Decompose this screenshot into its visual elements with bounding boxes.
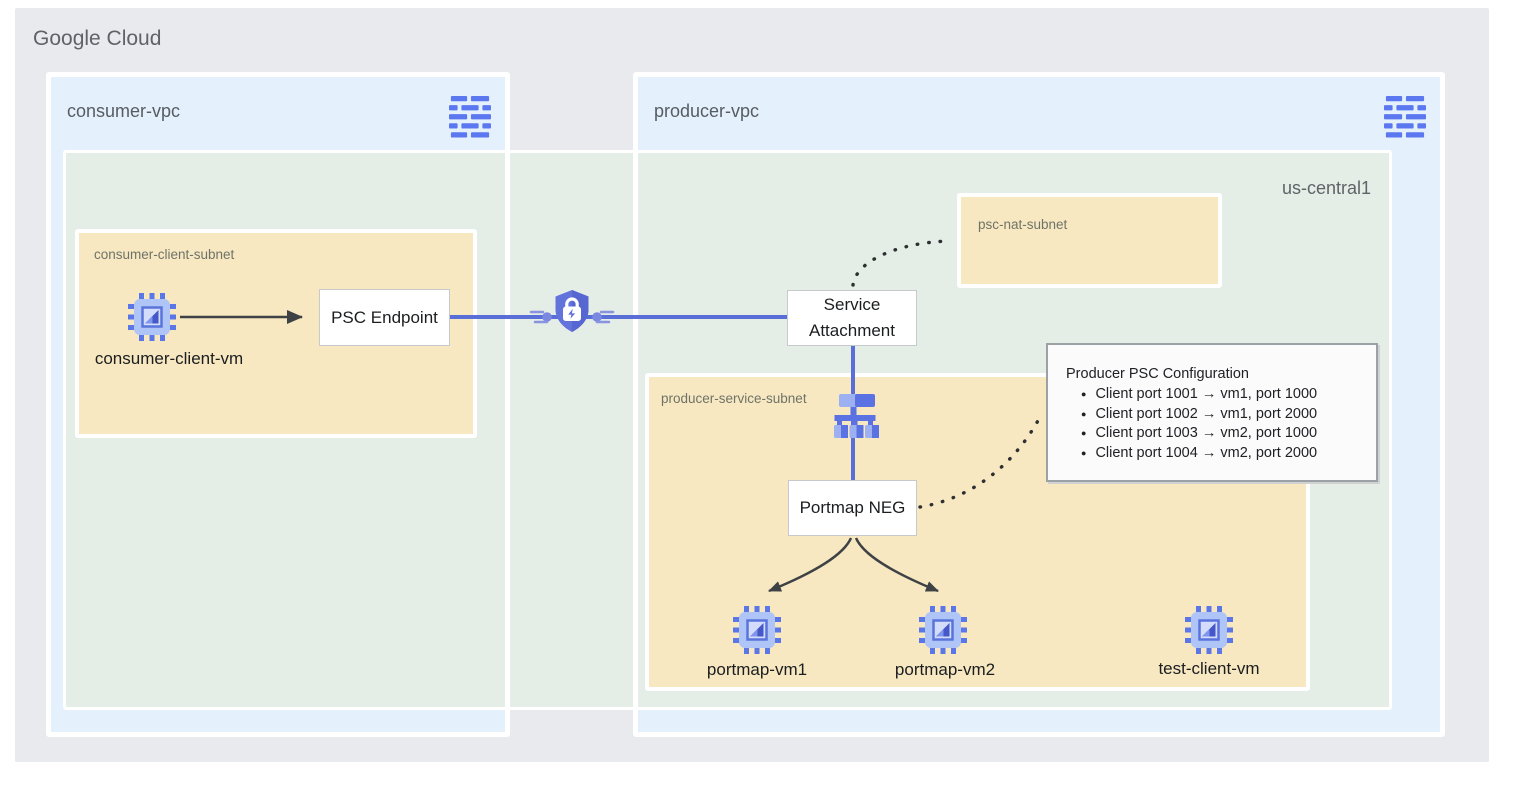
vpc-network-icon <box>1384 96 1426 138</box>
config-note-item-text: Client port 1002 → vm1, port 2000 <box>1095 405 1318 422</box>
vpc-network-icon <box>449 96 491 138</box>
consumer-client-vm-label: consumer-client-vm <box>94 349 244 368</box>
psc-nat-subnet-label: psc-nat-subnet <box>978 217 1068 232</box>
service-attachment-node: Service Attachment <box>787 290 917 346</box>
psc-endpoint-node: PSC Endpoint <box>319 289 450 346</box>
portmap-vm2-label: portmap-vm2 <box>894 660 996 679</box>
vpc-border-strip <box>633 150 638 710</box>
compute-vm-icon <box>128 293 176 341</box>
bullet-icon: ● <box>1081 428 1087 438</box>
producer-service-subnet-label: producer-service-subnet <box>661 391 807 406</box>
test-client-vm-label: test-client-vm <box>1158 659 1260 678</box>
config-note-title: Producer PSC Configuration <box>1066 366 1249 382</box>
config-note-item-text: Client port 1003 → vm2, port 1000 <box>1095 425 1318 441</box>
psc-nat-subnet-box: psc-nat-subnet <box>957 193 1222 288</box>
config-note-item-text: Client port 1001 → vm1, port 1000 <box>1095 386 1318 402</box>
region-label: us-central1 <box>1281 178 1371 198</box>
portmap-neg-node: Portmap NEG <box>788 480 917 536</box>
bullet-icon: ● <box>1081 408 1087 419</box>
vpc-border-strip <box>505 150 510 710</box>
portmap-vm1-label: portmap-vm1 <box>706 660 808 679</box>
producer-vpc-label: producer-vpc <box>654 101 760 121</box>
google-cloud-title: Google Cloud <box>33 27 162 50</box>
bullet-icon: ● <box>1081 389 1087 399</box>
compute-vm-icon <box>1185 606 1233 654</box>
consumer-vpc-label: consumer-vpc <box>67 101 181 121</box>
consumer-client-subnet-label: consumer-client-subnet <box>94 247 235 262</box>
bullet-icon: ● <box>1081 447 1087 458</box>
config-note-item: ● Client port 1001 → vm1, port 1000 <box>1081 385 1376 405</box>
config-note-item: ● Client port 1004 → vm2, port 2000 <box>1081 444 1376 464</box>
compute-vm-icon <box>733 606 781 654</box>
compute-vm-icon <box>919 606 967 654</box>
config-note-item: ● Client port 1003 → vm2, port 1000 <box>1081 424 1376 444</box>
producer-psc-configuration-note: Producer PSC Configuration ● Client port… <box>1046 343 1378 482</box>
config-note-item-text: Client port 1004 → vm2, port 2000 <box>1095 444 1318 461</box>
config-note-item: ● Client port 1002 → vm1, port 2000 <box>1081 405 1376 425</box>
